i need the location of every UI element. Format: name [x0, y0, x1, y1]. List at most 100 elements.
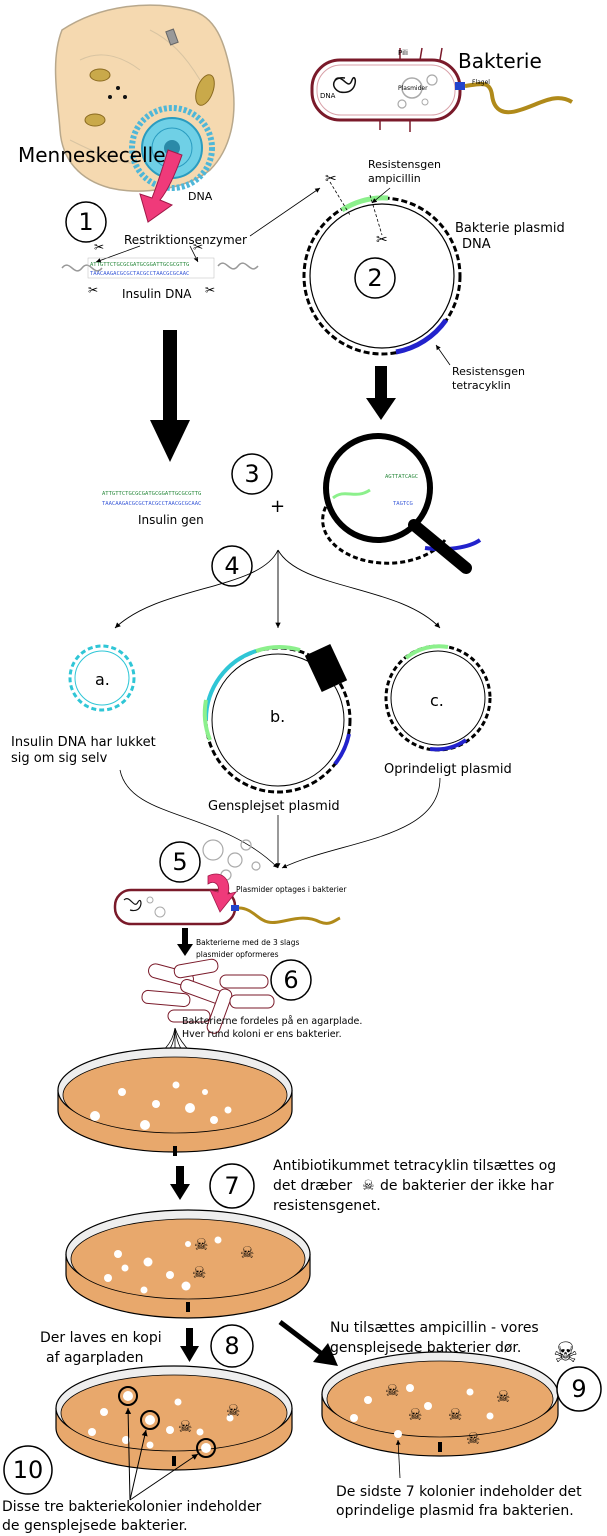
- plasmid-dna-label-2: DNA: [462, 237, 491, 252]
- insulin-dna-seq-bottom: TAACAAGACGCGCTACGCCTAACGCGCAAC: [90, 271, 189, 277]
- scissors-icon: ✂: [205, 283, 215, 297]
- step8-caption-1: Der laves en kopi: [40, 1330, 162, 1346]
- branching-arrows: [114, 549, 441, 629]
- step8-caption-2: af agarpladen: [46, 1350, 144, 1366]
- insulin-dna-label: Insulin DNA: [122, 287, 192, 301]
- svg-text:10: 10: [13, 1456, 44, 1484]
- down-arrow-big: [366, 366, 396, 420]
- dna-arrow-label: DNA: [188, 190, 213, 203]
- skull-icon: ☠: [553, 1336, 578, 1369]
- step-6-badge: 6: [270, 959, 312, 1001]
- down-arrow-big: [150, 330, 190, 462]
- plasmid-a-caption-2: sig om sig selv: [11, 751, 108, 766]
- plasmid-b: [202, 643, 352, 794]
- bacterium-step5: [113, 873, 341, 926]
- svg-text:8: 8: [224, 1332, 239, 1360]
- skull-icon: ☠: [408, 1405, 422, 1424]
- step10-caption-1: Disse tre bakteriekolonier indeholder: [2, 1499, 262, 1515]
- tet-resistance-label-2: tetracyklin: [452, 379, 511, 392]
- skull-icon: ☠: [192, 1263, 206, 1282]
- scissors-icon: ✂: [325, 171, 337, 187]
- plus-sign: +: [270, 496, 285, 517]
- plasmid-dna-label-1: Bakterie plasmid: [455, 221, 565, 236]
- restriction-enzymes-label: Restriktionsenzymer: [124, 233, 247, 247]
- step-4-badge: 4: [211, 545, 253, 587]
- agar-plate-2: ☠ ☠ ☠: [65, 1209, 311, 1319]
- step9-caption-1: Nu tilsættes ampicillin - vores: [330, 1320, 539, 1336]
- skull-icon: ☠: [362, 1178, 375, 1194]
- step6-caption-2: plasmider opformeres: [196, 950, 279, 959]
- scissors-icon: ✂: [193, 240, 203, 254]
- bacterium-top: [310, 47, 574, 132]
- tet-resistance-label-1: Resistensgen: [452, 365, 525, 378]
- step7-caption-2b: de bakterier der ikke har: [380, 1178, 554, 1194]
- scissors-icon: ✂: [88, 283, 98, 297]
- svg-text:1: 1: [78, 208, 93, 236]
- skull-icon: ☠: [194, 1235, 208, 1254]
- down-arrow-medium: [180, 1328, 199, 1362]
- insulin-gene-seq-top: ATTGTTCTGCGCGATGCGGATTGCGCGTTG: [102, 491, 201, 497]
- svg-text:4: 4: [224, 552, 239, 580]
- step7-caption-3: resistensgenet.: [273, 1198, 381, 1214]
- plasmids-cloud: [202, 839, 261, 881]
- converging-arrows: [119, 769, 441, 869]
- step10-caption-2: de gensplejsede bakterier.: [2, 1518, 188, 1534]
- step9-caption-2: gensplejsede bakterier dør.: [330, 1340, 521, 1356]
- pili-label: Pili: [398, 49, 408, 57]
- plasmids-label: Plasmider: [398, 85, 428, 92]
- svg-text:7: 7: [224, 1172, 239, 1200]
- step-3-badge: 3: [231, 453, 273, 495]
- step9-bottom-caption-1: De sidste 7 kolonier indeholder det: [336, 1484, 582, 1500]
- human-cell-label: Menneskecelle: [18, 143, 166, 167]
- step-2-badge: 2: [354, 257, 396, 299]
- plasmid-a-caption-1: Insulin DNA har lukket: [11, 735, 156, 750]
- plasmid-a: [68, 644, 136, 712]
- skull-icon: ☠: [496, 1387, 510, 1406]
- plasmid-c: [384, 644, 492, 752]
- plasmid-b-label: b.: [270, 707, 285, 726]
- bacterium-title: Bakterie: [458, 49, 542, 73]
- scissors-icon: ✂: [376, 232, 388, 248]
- plasmid-a-label: a.: [95, 670, 110, 689]
- svg-text:6: 6: [283, 966, 298, 994]
- plasmid-c-label: c.: [430, 691, 444, 710]
- magnifier-icon: AGTTATCAGC TAGTCG: [321, 433, 482, 574]
- insulin-dna-strand: ATTGTTCTGCGCGATGCGGATTGCGCGTTG TAACAAGAC…: [61, 257, 259, 279]
- flagellum-label: Flagel: [472, 79, 490, 86]
- step7-caption-1: Antibiotikummet tetracyklin tilsættes og: [273, 1158, 556, 1174]
- insulin-gene-strand: ATTGTTCTGCGCGATGCGGATTGCGCGTTG TAACAAGAC…: [102, 491, 201, 507]
- down-arrow-medium: [177, 928, 193, 956]
- agar-plate-3: ☠ ☠: [55, 1365, 293, 1471]
- bacterium-dna-label: DNA: [320, 92, 336, 100]
- skull-icon: ☠: [385, 1381, 399, 1400]
- skull-icon: ☠: [448, 1405, 462, 1424]
- skull-icon: ☠: [466, 1429, 480, 1448]
- plasmid-b-caption: Gensplejset plasmid: [208, 799, 340, 814]
- amp-resistance-label-2: ampicillin: [368, 172, 421, 185]
- skull-icon: ☠: [226, 1401, 240, 1420]
- step5-caption: Plasmider optages i bakterier: [236, 885, 347, 894]
- svg-text:5: 5: [172, 848, 187, 876]
- step-8-badge: 8: [210, 1324, 254, 1368]
- agar-plate-4: ☠ ☠ ☠ ☠ ☠: [321, 1351, 559, 1457]
- diagonal-arrow: [278, 1320, 338, 1366]
- scissors-icon: ✂: [94, 240, 104, 254]
- insulin-gene-seq-bottom: TAACAAGACGCGCTACGCCTAACGCGCAAC: [102, 501, 201, 507]
- bacteria-cluster: [141, 958, 275, 1034]
- human-cell: [54, 4, 235, 192]
- bacterial-plasmid: [302, 195, 462, 356]
- step7-caption-2a: det dræber: [273, 1178, 352, 1194]
- step-9-badge: 9: [556, 1366, 602, 1412]
- plasmid-c-caption: Oprindeligt plasmid: [384, 762, 512, 777]
- agar-plate-1: [57, 1047, 293, 1156]
- svg-text:3: 3: [244, 460, 259, 488]
- amp-resistance-label-1: Resistensgen: [368, 158, 441, 171]
- skull-icon: ☠: [178, 1417, 192, 1436]
- step9-bottom-caption-2: oprindelige plasmid fra bakterien.: [336, 1503, 574, 1519]
- spread-caption-1: Bakterierne fordeles på en agarplade.: [182, 1016, 362, 1027]
- dna-transfer-arrow: [139, 149, 183, 223]
- insulin-dna-seq-top: ATTGTTCTGCGCGATGCGGATTGCGCGTTG: [90, 262, 189, 268]
- skull-icon: ☠: [240, 1243, 254, 1262]
- step-10-badge: 10: [3, 1445, 53, 1495]
